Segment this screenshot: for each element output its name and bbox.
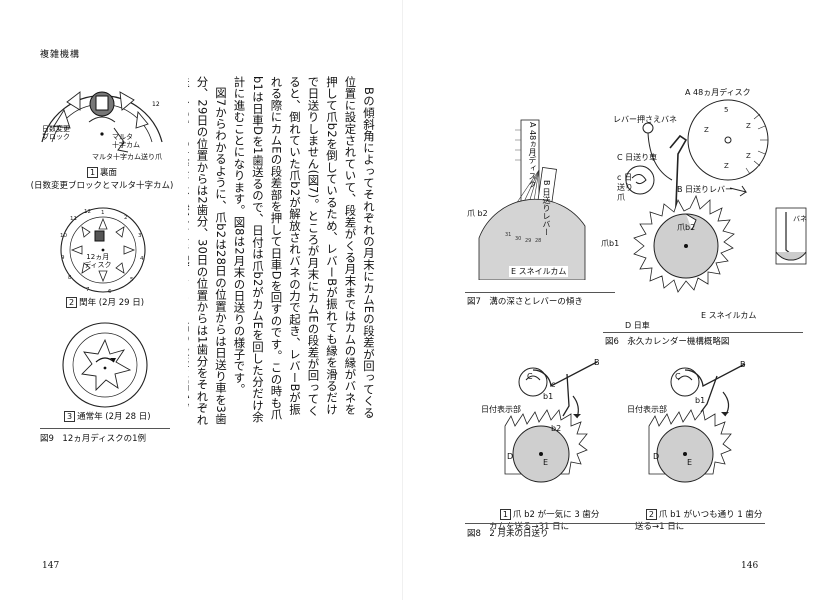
fig6-label-B: B 日送りレバー <box>677 185 734 194</box>
fig8-item2-number: 2 <box>645 509 657 520</box>
fig8a-label-E: E <box>543 458 549 467</box>
svg-text:2: 2 <box>124 215 128 221</box>
svg-text:29: 29 <box>525 238 531 244</box>
svg-text:31: 31 <box>505 232 511 238</box>
fig8b-label-display: 日付表示部 <box>627 405 667 414</box>
svg-text:6: 6 <box>108 289 112 295</box>
fig9-back-diagram: 1 12 <box>41 91 163 153</box>
fig7-label-b2: 爪 b2 <box>467 209 488 218</box>
fig6-label-b2: 爪b2 <box>677 223 696 232</box>
svg-text:8: 8 <box>68 275 72 281</box>
svg-text:4: 4 <box>140 256 144 262</box>
fig8-item1-number: 1 <box>499 509 511 520</box>
fig8a-label-B: B <box>594 358 600 367</box>
left-page: 複雑機構 1 12 日数変更 ブロック マルタ 十字カム マルタ十字カム送り爪 … <box>0 0 400 600</box>
svg-text:11: 11 <box>70 216 77 222</box>
svg-text:Z: Z <box>724 162 729 170</box>
fig8a-label-display: 日付表示部 <box>481 405 521 414</box>
svg-text:12: 12 <box>84 209 91 215</box>
svg-text:9: 9 <box>61 255 65 261</box>
svg-text:5: 5 <box>724 106 728 114</box>
svg-text:Z: Z <box>746 122 751 130</box>
fig6-label-b1: 爪b1 <box>601 239 620 248</box>
body-paragraph-2: 図7からわかるように、爪b2は28日の位置からは日送り車を3歯分、29日の位置か… <box>188 76 228 426</box>
svg-text:10: 10 <box>60 233 67 239</box>
fig6-label-C: C 日送り車 <box>617 153 658 162</box>
fig6-label-c: c 日送り爪 <box>617 173 633 202</box>
fig8a-label-b1: b1 <box>543 392 554 401</box>
svg-text:12: 12 <box>152 101 160 108</box>
svg-text:1: 1 <box>42 133 46 140</box>
fig9-caption: 図9 12ヵ月ディスクの1例 <box>40 434 147 444</box>
running-head: 複雑機構 <box>40 50 81 60</box>
svg-text:1: 1 <box>101 210 105 216</box>
fig8b-label-E: E <box>687 458 693 467</box>
fig9-disk-label: 12ヵ月 ディスク <box>84 253 112 269</box>
fig6-label-A: A 48ヵ月ディスク <box>685 88 751 97</box>
fig9-item1-number: 1 <box>86 167 99 178</box>
fig8b-label-D: D <box>653 452 660 461</box>
fig7-caption-rule <box>465 292 615 293</box>
fig8a-label-c: c <box>551 380 556 389</box>
svg-text:7: 7 <box>86 287 90 293</box>
fig7-label-E: E スネイルカム <box>509 266 569 277</box>
fig8-caption-rule <box>465 523 765 524</box>
fig8a-label-D: D <box>507 452 514 461</box>
fig6-caption-rule <box>603 332 803 333</box>
fig8-item1-diagram <box>504 361 598 483</box>
fig9-item1-subcaption: (日数変更ブロックとマルタ十字カム) <box>30 181 174 191</box>
fig9-caption-rule <box>40 428 170 429</box>
fig9-item2-number: 2 <box>66 297 78 308</box>
page-number-left: 147 <box>42 561 60 571</box>
fig8-caption: 図8 2 月末の日送り <box>467 529 549 539</box>
fig6-label-spring: レバー押さえバネ <box>613 115 677 124</box>
fig8-item2-diagram <box>648 363 746 483</box>
gutter <box>402 0 403 600</box>
page-number-right: 146 <box>741 561 759 571</box>
svg-text:5: 5 <box>130 277 134 283</box>
fig9-normal-disk <box>62 322 148 408</box>
svg-text:Z: Z <box>746 152 751 160</box>
fig6-label-D: D 日車 <box>625 321 650 330</box>
fig7-label-A: A 48ヵ月ディスク <box>528 122 537 189</box>
fig8b-label-C: C <box>675 372 681 381</box>
body-paragraph-1: Bの傾斜角によってそれぞれの月末にカムEの段差が回ってくる位置に設定されていて、… <box>232 76 377 423</box>
svg-text:28: 28 <box>535 238 541 244</box>
fig6-label-spring2: バネ <box>793 215 807 223</box>
fig9-item3-number: 3 <box>64 411 76 422</box>
fig6-label-E: E スネイルカム <box>701 311 757 320</box>
fig9-label-pawl: マルタ十字カム送り爪 <box>92 153 162 161</box>
body-text: Bの傾斜角によってそれぞれの月末にカムEの段差が回ってくる位置に設定されていて、… <box>188 76 378 426</box>
fig9-label-block: 日数変更 ブロック <box>42 125 70 141</box>
fig9-label-maltese: マルタ 十字カム <box>112 133 140 149</box>
fig7-label-B: B 日送りレバー <box>542 180 551 237</box>
fig6-diagram: 5Z Z Z Z <box>625 99 807 293</box>
fig8b-label-b1: b1 <box>695 396 706 405</box>
fig6-caption: 図6 永久カレンダー機構概略図 <box>605 337 730 347</box>
svg-text:Z: Z <box>704 126 709 134</box>
svg-text:3: 3 <box>138 233 142 239</box>
fig7-diagram: 31 30 29 28 <box>478 119 586 280</box>
right-page: 31 30 29 28 A 48ヵ月ディスク B 日送りレバー 爪 b2 E スネイル… <box>405 0 817 600</box>
fig8b-label-B: B <box>740 360 746 369</box>
svg-text:30: 30 <box>515 236 521 242</box>
fig8a-label-C: C <box>527 372 533 381</box>
fig7-caption: 図7 溝の深さとレバーの傾き <box>467 297 583 307</box>
fig8a-label-b2: b2 <box>551 424 562 433</box>
